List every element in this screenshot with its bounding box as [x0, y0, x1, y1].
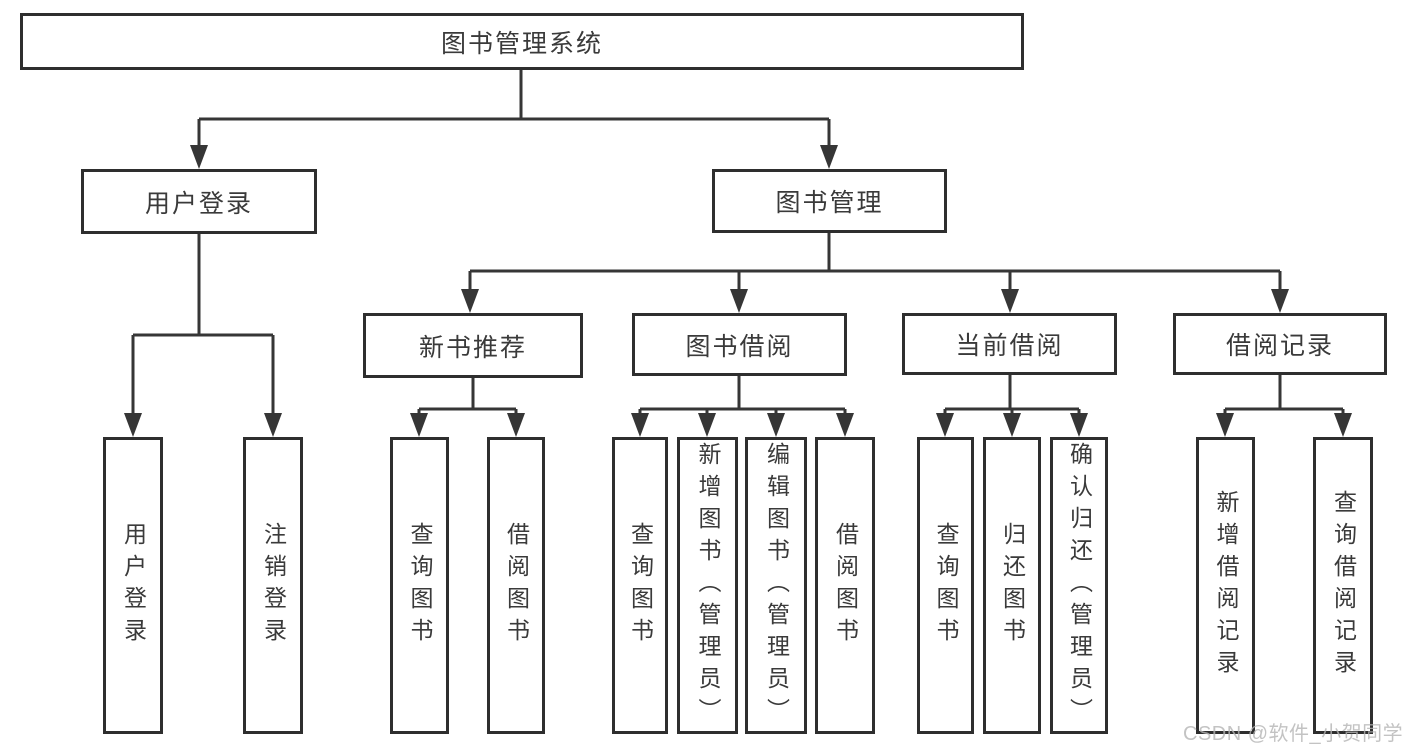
edge-user-login-children: [131, 234, 275, 420]
node-return-books: 归还图书: [983, 437, 1041, 734]
watermark: CSDN @软件_小贺同学: [1183, 723, 1404, 745]
edge-borrow-records-children: [1223, 375, 1345, 420]
node-query-books-recommend: 查询图书: [390, 437, 449, 734]
node-user-login: 用户登录: [81, 169, 317, 234]
node-add-books-admin: 新增图书（管理员）: [677, 437, 738, 734]
edge-root-to-level2: [197, 70, 831, 152]
node-logout: 注销登录: [243, 437, 303, 734]
node-user-login-leaf: 用户登录: [103, 437, 163, 734]
node-borrow-books-recommend: 借阅图书: [487, 437, 545, 734]
edge-current-borrow-children: [943, 375, 1081, 420]
node-library-management-system: 图书管理系统: [20, 13, 1024, 70]
node-edit-books-admin: 编辑图书（管理员）: [745, 437, 807, 734]
node-borrow-books-leaf: 借阅图书: [815, 437, 875, 734]
node-confirm-return-admin: 确认归还（管理员）: [1050, 437, 1108, 734]
node-query-books-current: 查询图书: [917, 437, 974, 734]
node-new-book-recommend: 新书推荐: [363, 313, 583, 378]
node-add-borrow-record: 新增借阅记录: [1196, 437, 1255, 734]
node-book-borrowing: 图书借阅: [632, 313, 847, 376]
node-query-borrow-record: 查询借阅记录: [1313, 437, 1373, 734]
edge-new-book-children: [417, 378, 518, 420]
edge-book-mgmt-children: [468, 233, 1282, 296]
node-book-management: 图书管理: [712, 169, 947, 233]
edge-book-borrow-children: [638, 376, 847, 420]
node-borrow-records: 借阅记录: [1173, 313, 1387, 375]
node-query-books-borrowing: 查询图书: [612, 437, 668, 734]
node-current-borrowing: 当前借阅: [902, 313, 1117, 375]
